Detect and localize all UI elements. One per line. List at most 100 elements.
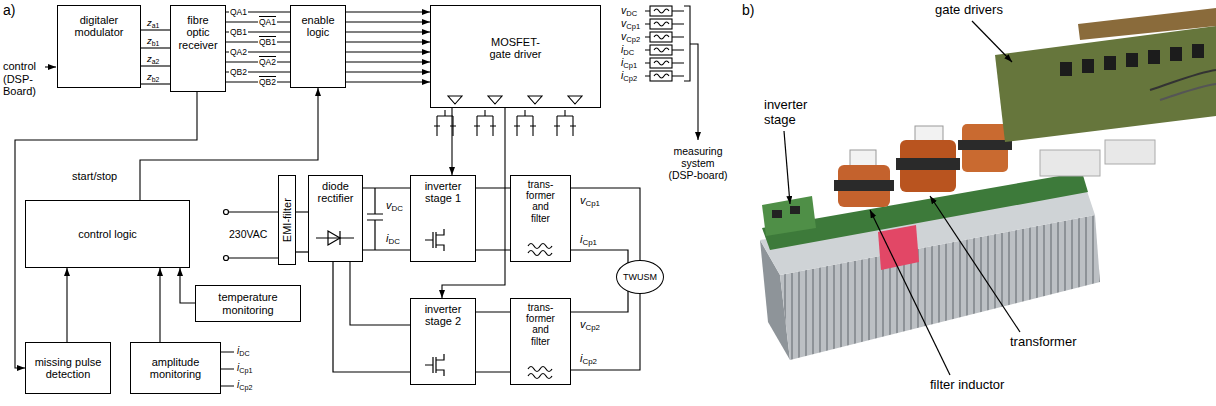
connector <box>141 29 170 30</box>
connector <box>346 31 430 32</box>
process-box: missing pulse detection <box>25 342 111 394</box>
node-text: TWUSM <box>623 272 657 282</box>
process-box: diode rectifier <box>308 175 363 262</box>
process-box: inverter stage 2 <box>410 298 476 385</box>
text-label: filter inductor <box>930 378 1004 393</box>
signal-name: iDC <box>621 43 634 55</box>
signal-wires <box>684 6 690 81</box>
signal-name: QA1 <box>258 17 277 27</box>
leader-arrow <box>784 131 790 204</box>
connector <box>141 65 170 66</box>
node-text: diode rectifier <box>312 180 359 205</box>
signal-wires <box>645 11 684 76</box>
process-box: digitaler modulator <box>57 5 141 88</box>
signal-name: zb2 <box>146 71 160 82</box>
connector <box>476 187 510 188</box>
signal-name: vDC <box>386 199 403 212</box>
photo-sketch <box>772 210 782 218</box>
photo-sketch <box>850 150 876 166</box>
photo-sketch <box>1082 59 1094 73</box>
connector <box>571 188 640 260</box>
photo-sketch <box>1078 8 1216 40</box>
connector <box>140 88 318 200</box>
photo-sketch <box>1105 140 1155 164</box>
signal-name: QA2 <box>229 47 248 57</box>
leader-arrow <box>972 21 1012 62</box>
power-wires <box>296 251 308 252</box>
connector <box>350 262 410 325</box>
text-label: control (DSP- Board) <box>3 60 53 98</box>
power-wires <box>328 231 340 245</box>
connector <box>15 92 197 368</box>
connector <box>296 211 308 212</box>
connector <box>141 47 170 48</box>
power-wires <box>316 231 354 245</box>
signal-name: za1 <box>146 17 160 28</box>
photo-sketch <box>760 8 1216 360</box>
signal-wires <box>654 9 669 78</box>
signal-name: zb1 <box>146 35 160 46</box>
photo-sketch <box>1060 62 1072 76</box>
signal-wires <box>474 110 496 136</box>
power-wires <box>362 249 410 250</box>
photo-sketch <box>878 225 919 270</box>
connector <box>363 187 410 188</box>
process-box: temperature monitoring <box>195 285 301 322</box>
node-text: fibre optic receiver <box>177 14 219 51</box>
photo-sketch <box>790 206 800 214</box>
signal-name: iCp2 <box>580 352 597 365</box>
signal-name: iCp2 <box>621 69 637 81</box>
signal-wires <box>45 6 698 386</box>
power-wires <box>333 262 410 372</box>
connector <box>571 294 640 370</box>
signal-name: QB1 <box>258 37 277 47</box>
text-label: measuring system (DSP-board) <box>667 145 729 181</box>
signal-name: QB1 <box>229 27 248 37</box>
power-wires <box>224 210 229 215</box>
text-label: 230VAC <box>229 228 267 240</box>
signal-wires <box>514 110 536 136</box>
process-box: inverter stage 1 <box>410 175 476 262</box>
signal-name: vDC <box>621 4 637 16</box>
node-text: MOSFET- gate driver <box>480 36 551 61</box>
photo-sketch <box>958 140 1012 150</box>
photo-sketch <box>1170 47 1182 61</box>
process-box: fibre optic receiver <box>170 5 226 92</box>
connector <box>476 311 510 312</box>
signal-name: vCp2 <box>580 318 600 331</box>
signal-name: za2 <box>146 53 160 64</box>
node-text: control logic <box>78 228 137 240</box>
signal-name: iDC <box>386 232 400 245</box>
signal-name: iDC <box>237 345 250 357</box>
connector <box>346 61 430 62</box>
connector <box>159 268 160 342</box>
leader-arrow <box>870 210 950 375</box>
node-text: trans- former and filter <box>523 179 558 224</box>
connector <box>346 11 430 12</box>
process-box: control logic <box>25 200 190 268</box>
photo-sketch <box>1126 53 1138 67</box>
node-text: trans- former and filter <box>523 302 558 347</box>
process-box: trans- former and filter <box>510 175 571 262</box>
node-text: temperature monitoring <box>201 291 295 316</box>
connector <box>346 21 430 22</box>
signal-name: iCp2 <box>237 379 252 391</box>
photo-sketch <box>834 180 894 191</box>
process-box: EMI-filter <box>278 175 296 265</box>
signal-name: vCp2 <box>621 30 640 42</box>
text-label: transformer <box>1010 335 1076 350</box>
photo-sketch <box>1148 50 1160 64</box>
process-box: enable logic <box>290 5 346 88</box>
signal-name: vCp1 <box>580 194 600 207</box>
photo-sketch <box>1192 44 1204 58</box>
signal-name: vCp1 <box>621 17 640 29</box>
signal-wires <box>45 66 56 67</box>
process-box: amplitude monitoring <box>130 342 221 394</box>
signal-name: QA2 <box>258 57 277 67</box>
signal-name: QB2 <box>229 67 248 77</box>
photo-sketch <box>1104 56 1116 70</box>
power-wires <box>425 229 444 251</box>
connector <box>346 41 430 42</box>
signal-name: iCp1 <box>621 56 637 68</box>
power-wires <box>224 256 229 261</box>
